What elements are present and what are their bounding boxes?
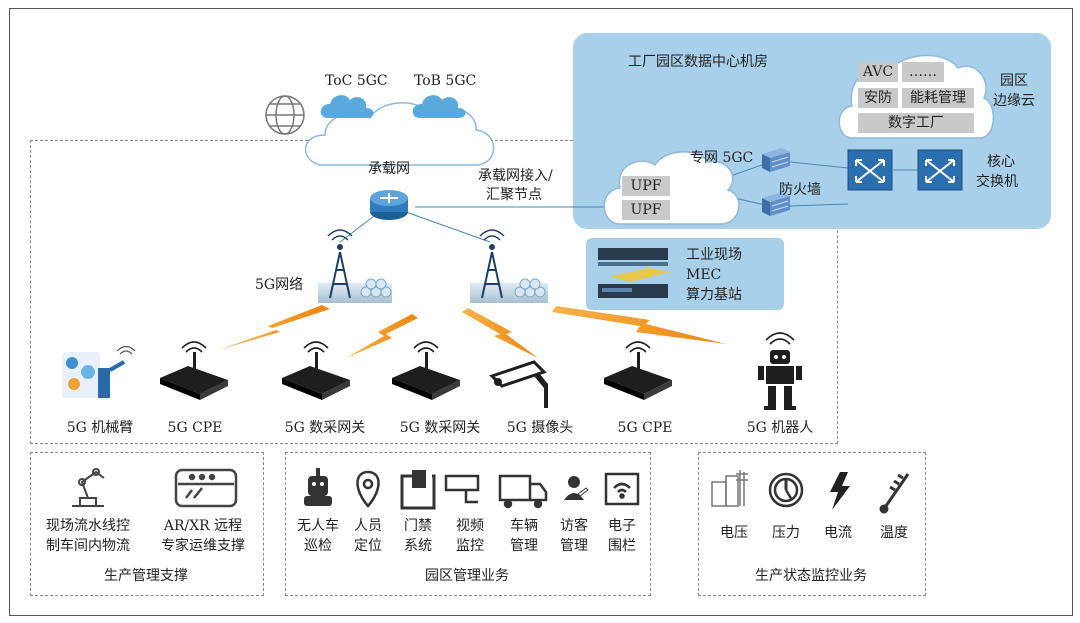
production-item1-line1: 现场流水线控 xyxy=(46,518,130,534)
5g-network-label: 5G网络 xyxy=(255,277,304,293)
carrier-network-label: 承载网 xyxy=(368,161,410,177)
park-item-4-line2: 监控 xyxy=(456,538,484,554)
core-switch-label-1: 核心 xyxy=(987,154,1015,170)
monitoring-box xyxy=(698,452,926,596)
firewall-label: 防火墙 xyxy=(779,182,821,198)
park-mgmt-title: 园区管理业务 xyxy=(425,568,509,584)
truck-icon xyxy=(498,474,548,509)
device-label-gateway-2: 5G 数采网关 xyxy=(399,420,481,436)
monitor-item-voltage: 电压 xyxy=(720,525,748,541)
current-bolt-icon xyxy=(830,472,850,510)
monitor-item-pressure: 压力 xyxy=(772,525,800,541)
tob-cloud-icon xyxy=(412,95,466,118)
core-switch-icon-1 xyxy=(847,149,893,191)
park-item-1-line1: 无人车 xyxy=(297,518,339,534)
app-more: …… xyxy=(902,62,944,82)
firewall-icon-2 xyxy=(762,192,790,216)
robot-arm-icon xyxy=(62,345,136,398)
mec-label-3: 算力基站 xyxy=(686,287,742,303)
camera-icon xyxy=(489,360,548,408)
robotic-arm-small-icon xyxy=(72,468,105,507)
park-mgmt-box xyxy=(285,452,651,596)
production-mgmt-box xyxy=(30,452,264,596)
access-node-label-1: 承载网接入/ xyxy=(478,168,553,184)
device-label-robot: 5G 机器人 xyxy=(746,420,814,436)
mec-server-icon xyxy=(598,248,670,298)
edge-cloud-label-1: 园区 xyxy=(1000,73,1028,89)
park-item-3-line2: 系统 xyxy=(404,538,432,554)
outer-frame xyxy=(9,8,1073,616)
mec-label-2: MEC xyxy=(686,267,722,283)
unmanned-vehicle-icon xyxy=(304,468,332,506)
edge-cloud-label-2: 边缘云 xyxy=(993,93,1035,109)
park-item-2-line2: 定位 xyxy=(354,538,382,554)
tob-5gc-label: ToB 5GC xyxy=(414,73,477,89)
datacenter-title: 工厂园区数据中心机房 xyxy=(628,54,768,70)
access-control-icon xyxy=(400,470,436,510)
device-label-cpe-1: 5G CPE xyxy=(167,420,223,436)
mec-label-1: 工业现场 xyxy=(686,247,742,263)
park-item-1-line2: 巡检 xyxy=(304,538,332,554)
gateway-icon-1 xyxy=(282,341,350,400)
core-switch-label-2: 交换机 xyxy=(976,174,1018,190)
cpe-icon-1 xyxy=(160,341,228,400)
cpe-icon-2 xyxy=(604,341,672,400)
park-item-7-line1: 电子 xyxy=(608,518,636,534)
device-label-gateway-1: 5G 数采网关 xyxy=(284,420,366,436)
visitor-icon xyxy=(564,476,589,500)
device-label-cpe-2: 5G CPE xyxy=(617,420,673,436)
monitoring-title: 生产状态监控业务 xyxy=(755,568,867,584)
park-item-6-line1: 访客 xyxy=(560,518,588,534)
production-item2-line2: 专家运维支撑 xyxy=(161,538,245,554)
upf-block-2: UPF xyxy=(622,200,670,220)
park-item-7-line2: 围栏 xyxy=(608,538,636,554)
park-item-2-line1: 人员 xyxy=(354,518,382,534)
vr-goggles-icon xyxy=(174,468,238,508)
robot-icon xyxy=(758,332,802,410)
app-digital-factory: 数字工厂 xyxy=(858,113,974,133)
tower-icon-2 xyxy=(470,229,548,303)
device-label-camera: 5G 摄像头 xyxy=(506,420,574,436)
voltage-icon xyxy=(711,470,748,507)
park-item-4-line1: 视频 xyxy=(456,518,484,534)
cctv-icon xyxy=(444,474,480,504)
www-globe-icon xyxy=(265,95,305,135)
router-icon xyxy=(370,190,408,220)
app-energy: 能耗管理 xyxy=(902,88,974,108)
private-5gc-label: 专网 5GC xyxy=(690,150,754,166)
monitor-item-temperature: 温度 xyxy=(880,525,908,541)
carrier-cloud xyxy=(304,102,495,166)
production-item1-line2: 制车间内物流 xyxy=(46,538,130,554)
monitor-item-current: 电流 xyxy=(824,525,852,541)
park-item-3-line1: 门禁 xyxy=(404,518,432,534)
toc-cloud-icon xyxy=(320,95,374,118)
production-item2-line1: AR/XR 远程 xyxy=(163,518,243,534)
thermometer-icon xyxy=(879,473,910,514)
production-mgmt-title: 生产管理支撑 xyxy=(104,568,188,584)
core-switch-icon-2 xyxy=(917,149,963,191)
park-item-5-line2: 管理 xyxy=(510,538,538,554)
park-item-6-line2: 管理 xyxy=(560,538,588,554)
gateway-icon-2 xyxy=(392,341,460,400)
tower-icon-1 xyxy=(318,229,392,303)
location-pin-icon xyxy=(356,470,380,508)
park-item-5-line1: 车辆 xyxy=(510,518,538,534)
access-node-label-2: 汇聚节点 xyxy=(486,187,542,203)
device-label-robot-arm: 5G 机械臂 xyxy=(66,420,134,436)
toc-5gc-label: ToC 5GC xyxy=(325,73,388,89)
pressure-gauge-icon xyxy=(768,472,804,508)
app-security: 安防 xyxy=(858,88,898,108)
firewall-icon-1 xyxy=(762,148,790,172)
app-avc: AVC xyxy=(858,62,898,82)
wireless-link-bolts xyxy=(218,305,726,358)
upf-block-1: UPF xyxy=(622,176,670,196)
geofence-icon xyxy=(604,472,640,506)
